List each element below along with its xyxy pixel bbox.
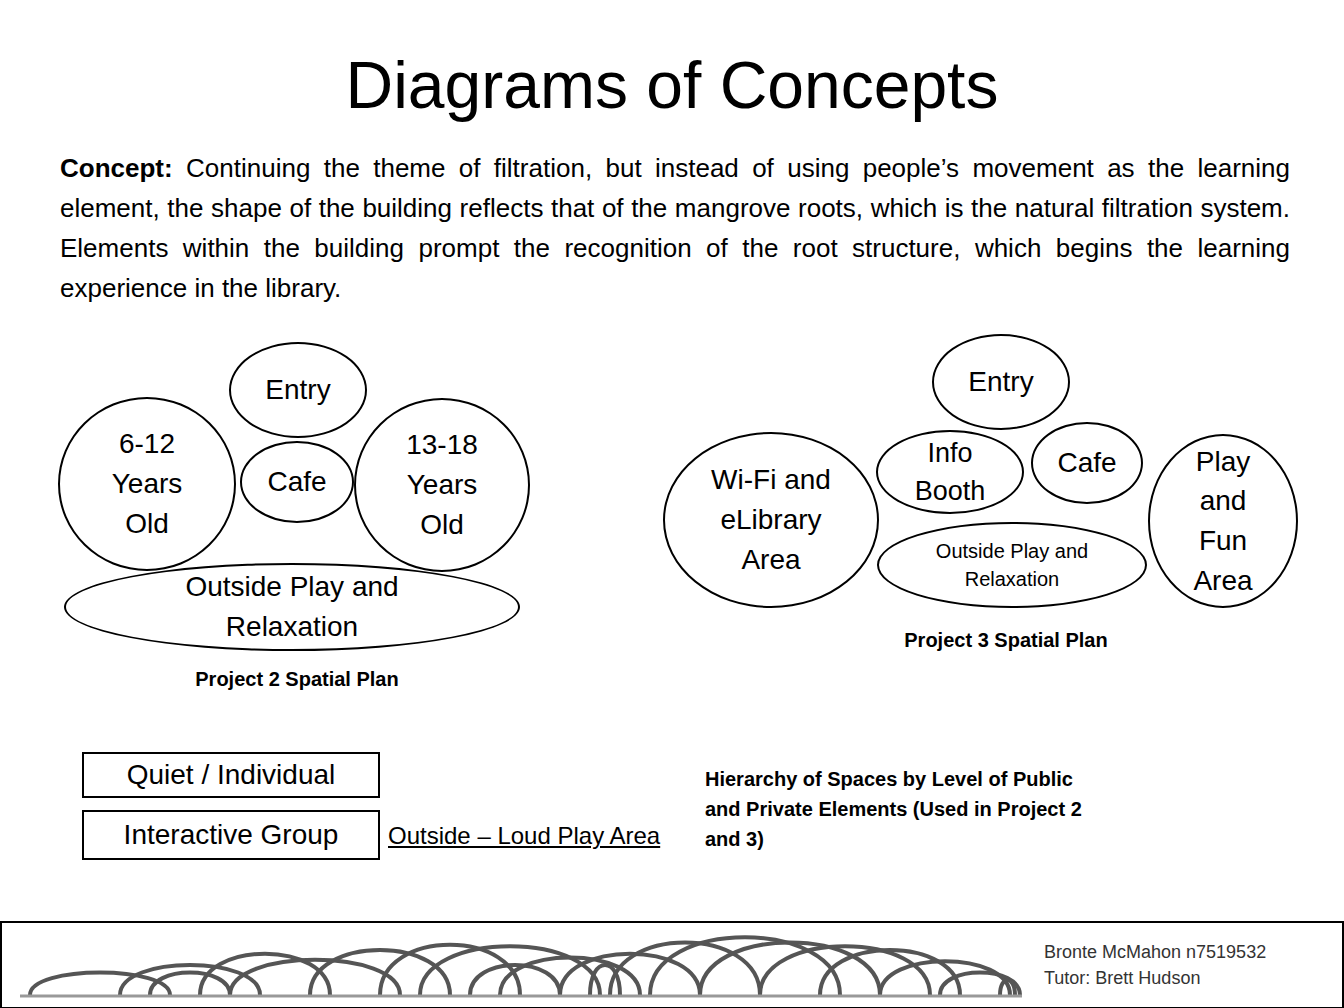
plan-caption: Project 3 Spatial Plan [806,629,1206,652]
node-label: Info Booth [895,434,1005,511]
tutor-credit: Tutor: Brett Hudson [1044,968,1200,989]
concept-text: Continuing the theme of filtration, but … [60,153,1290,303]
mangrove-roots [30,937,1020,995]
play-circle: Play and Fun Area [1148,434,1298,608]
node-label: 13-18 Years Old [387,425,497,544]
concept-paragraph: Concept: Continuing the theme of filtrat… [60,148,1290,308]
outside-ellipse: Outside Play and Relaxation [877,522,1147,608]
root-arc [590,965,620,995]
node-label: Wi-Fi and eLibrary Area [701,460,841,579]
legend-text: Outside – Loud Play Area [388,822,660,850]
node-label: Entry [968,362,1033,402]
cafe-ellipse: Cafe [240,441,354,523]
hierarchy-note: Hierarchy of Spaces by Level of Public a… [705,764,1100,854]
node-label: Quiet / Individual [127,759,336,791]
legend-box: Quiet / Individual [82,752,380,798]
author-credit: Bronte McMahon n7519532 [1044,942,1266,963]
root-arc [150,973,230,996]
node-label: Interactive Group [124,819,339,851]
node-label: Entry [265,370,330,410]
node-label: Outside Play and Relaxation [162,567,422,647]
node-label: Play and Fun Area [1183,442,1263,601]
info-ellipse: Info Booth [876,430,1024,514]
root-arc [760,946,930,995]
footer-frame [1,922,1343,1008]
concept-heading: Concept: [60,153,173,183]
age-circle: 6-12 Years Old [58,397,236,571]
entry-ellipse: Entry [932,334,1070,430]
root-arc [820,950,960,995]
root-arc [500,958,640,996]
node-label: Cafe [1057,443,1116,483]
root-arc [1000,980,1015,995]
age-circle: 13-18 Years Old [354,398,530,572]
ground-line [20,995,1022,998]
root-arc [650,937,840,995]
plan-caption: Project 2 Spatial Plan [97,668,497,691]
page-title: Diagrams of Concepts [0,40,1344,130]
root-arc [470,965,560,995]
elibrary-circle: Wi-Fi and eLibrary Area [663,432,879,608]
node-label: 6-12 Years Old [97,424,197,543]
node-label: Cafe [267,462,326,502]
legend-box: Interactive Group [82,810,380,860]
root-arc [700,943,880,996]
outside-ellipse: Outside Play and Relaxation [64,563,520,651]
cafe-ellipse: Cafe [1031,422,1143,504]
node-label: Outside Play and Relaxation [912,537,1112,594]
entry-ellipse: Entry [229,342,367,438]
root-arc [940,973,1020,996]
root-arc [880,961,1010,995]
